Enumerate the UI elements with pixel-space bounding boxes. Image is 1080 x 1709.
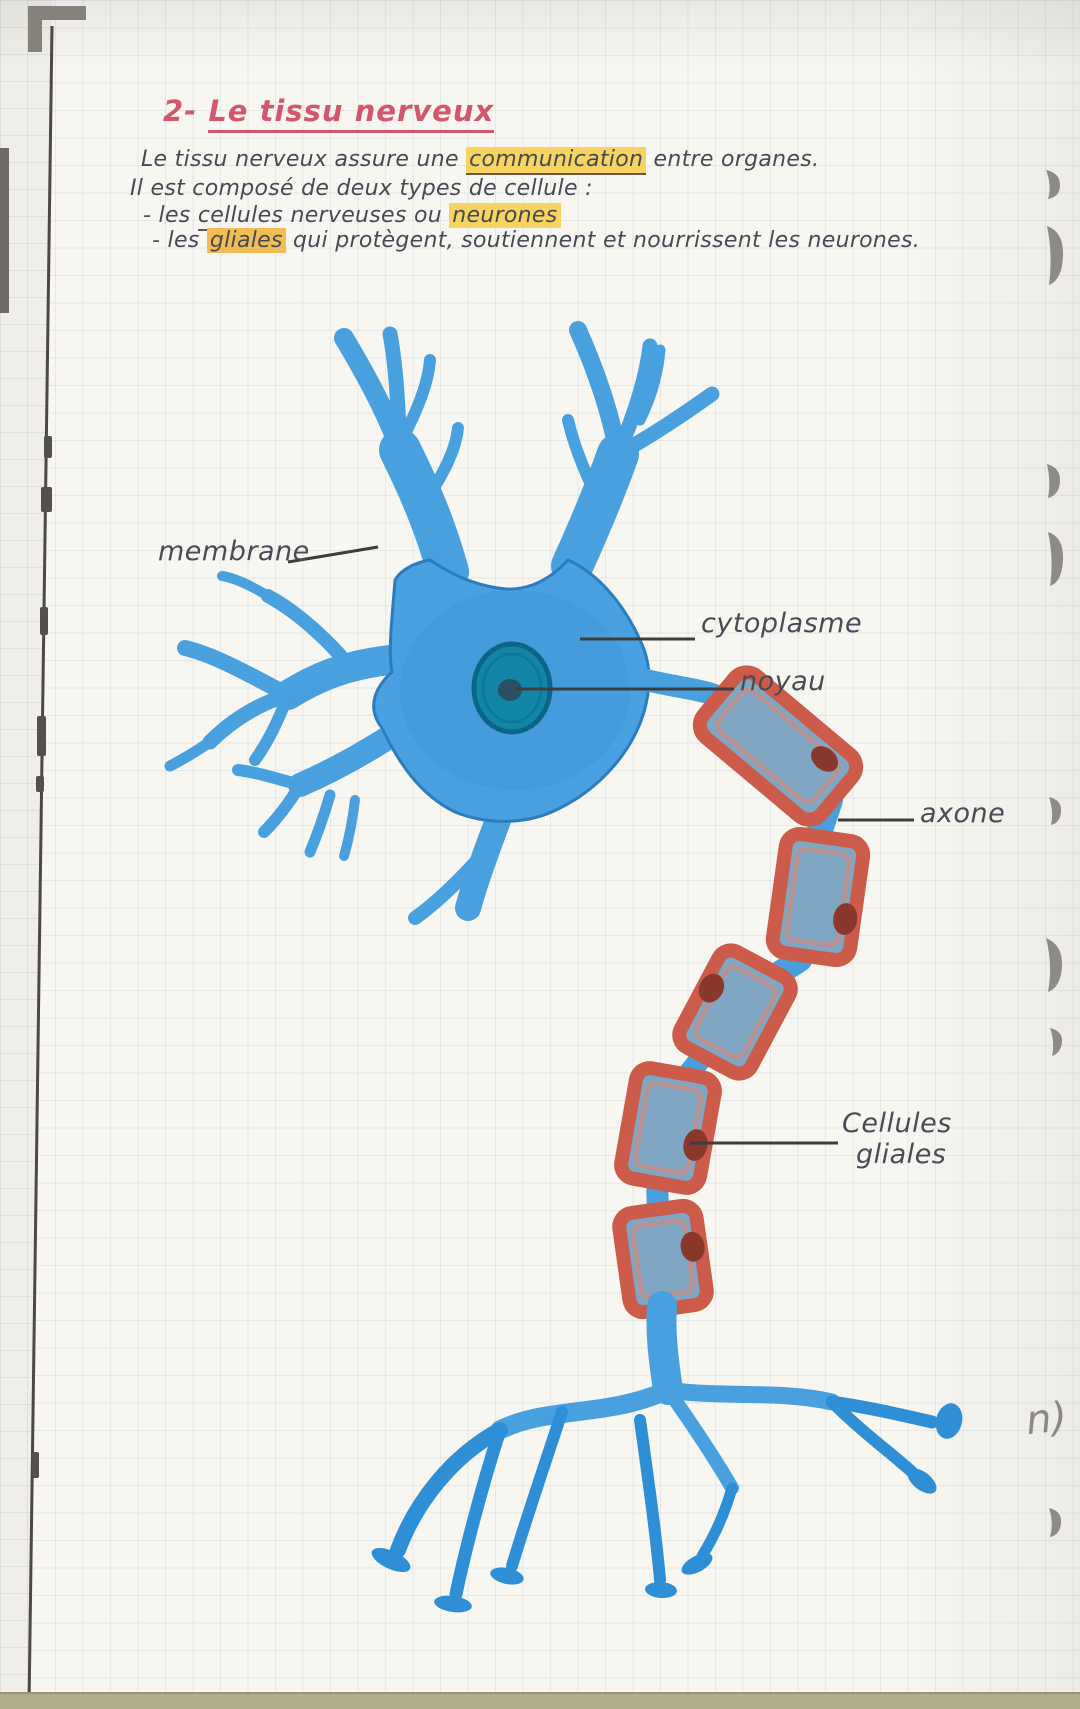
desk-surface [0,1692,1080,1709]
title-number: 2- [163,94,198,128]
pointer-lines [287,545,914,1145]
glial-nucleus [683,1129,708,1161]
myelin-segment [614,1061,722,1195]
cellules-gliales-line1: Cellules [842,1108,952,1139]
bullet-dash: - [143,203,152,228]
myelin-segments [612,665,871,1320]
note-text: les [158,203,198,228]
glial-nucleus [811,746,839,772]
myelin-segment [765,826,871,968]
membrane-pointer-line [287,545,379,564]
note-line-2: Il est composé de deux types de cellule … [130,176,593,201]
edge-bleed-note: n) [1023,1393,1070,1445]
terminal-foot [935,1403,963,1439]
page-edge-marks-right [1046,170,1064,1537]
myelin-segment [672,943,798,1081]
page-title: 2- Le tissu nerveux [163,94,495,133]
bullet-dash: - [152,228,161,253]
note-text: nerveuses ou [283,203,450,228]
myelin-segment [692,665,864,827]
page-edge-left [0,6,86,1707]
note-text: Le tissu nerveux assure une [141,147,467,172]
note-line-1: Le tissu nerveux assure une communicatio… [141,147,820,175]
note-text: les [167,228,207,253]
terminal-foot [371,1547,411,1573]
terminal-foot [681,1553,713,1575]
note-text: entre organes. [646,147,820,172]
dendrites [164,321,720,925]
note-line-3: - les cellules nerveuses ou neurones [143,203,561,231]
terminal-foot [907,1468,937,1494]
highlight-gliales: gliales [206,228,286,253]
note-text: qui protègent, soutiennent et nourrissen… [285,228,921,253]
note-text: Il est composé de deux types de cellule … [130,176,593,201]
terminal-foot [645,1581,677,1599]
terminal-foot [434,1595,472,1613]
note-line-4: - les gliales qui protègent, soutiennent… [152,228,920,253]
cellules-gliales-line2: gliales [856,1139,947,1170]
underlined-cellules: cellules [197,203,284,231]
noyau-label: noyau [740,666,826,697]
highlight-neurones: neurones [449,203,561,228]
membrane-label: membrane [158,536,310,567]
title-text: Le tissu nerveux [208,94,495,133]
terminal-feet [371,1403,963,1613]
highlight-communication: communication [466,147,647,175]
axone-label: axone [920,798,1006,829]
axon-terminals [390,1291,939,1601]
glial-nucleus [680,1231,705,1262]
terminal-foot [490,1567,524,1585]
soma [372,558,651,823]
glial-nucleus [833,903,858,935]
cytoplasme-label: cytoplasme [701,608,863,639]
nucleolus-dot [498,679,522,701]
cellules-gliales-label: Cellules gliales [842,1108,952,1170]
glial-nucleus [698,973,725,1003]
